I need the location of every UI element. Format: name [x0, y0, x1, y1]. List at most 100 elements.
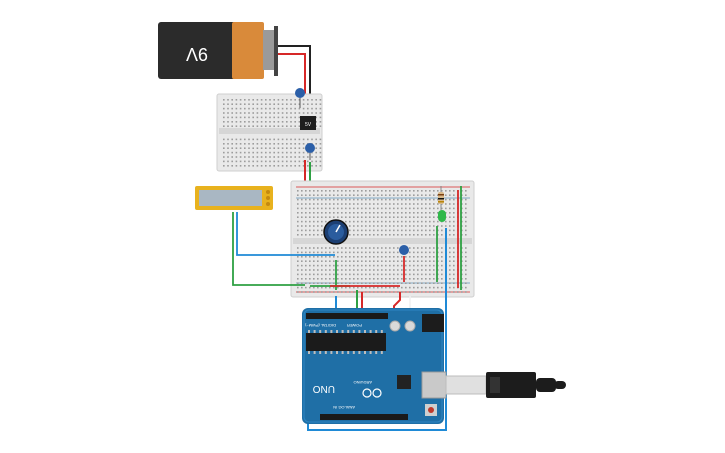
breadboard-hole	[373, 203, 375, 205]
breadboard-hole	[269, 147, 271, 149]
breadboard-hole	[281, 156, 284, 158]
breadboard-hole	[301, 273, 303, 276]
breadboard-hole	[349, 207, 351, 210]
power-label: POWER	[347, 323, 362, 328]
breadboard-hole	[417, 190, 419, 192]
breadboard-hole	[361, 203, 363, 205]
breadboard-hole	[421, 216, 423, 218]
breadboard-hole	[273, 143, 275, 145]
breadboard-hole	[302, 103, 305, 105]
breadboard-hole	[349, 286, 351, 289]
chip-pin	[313, 351, 316, 354]
breadboard-hole	[301, 207, 303, 210]
breadboard-hole	[357, 225, 359, 227]
breadboard-hole	[321, 256, 323, 258]
breadboard-hole	[248, 116, 250, 119]
breadboard-hole	[231, 103, 233, 105]
breadboard-hole	[223, 125, 225, 127]
breadboard-hole	[369, 212, 371, 214]
breadboard-hole	[449, 194, 451, 196]
breadboard-hole	[413, 282, 415, 284]
breadboard-hole	[239, 151, 242, 154]
breadboard-hole	[227, 103, 229, 105]
breadboard-hole	[337, 251, 339, 254]
breadboard-hole	[461, 291, 463, 293]
breadboard-hole	[321, 273, 323, 276]
breadboard-hole	[302, 107, 305, 110]
breadboard-hole	[319, 151, 322, 154]
breadboard-hole	[385, 269, 387, 271]
breadboard-hole	[413, 203, 415, 205]
breadboard-hole	[385, 291, 387, 293]
breadboard-hole	[381, 234, 383, 236]
breadboard-hole	[389, 286, 391, 289]
breadboard-hole	[315, 121, 317, 123]
breadboard-hole	[248, 151, 250, 154]
breadboard-hole	[389, 256, 391, 258]
breadboard-hole	[421, 190, 423, 192]
breadboard-hole	[433, 251, 435, 254]
breadboard-hole	[453, 247, 455, 249]
breadboard-hole	[311, 107, 313, 110]
breadboard-hole	[437, 212, 439, 214]
breadboard-hole	[417, 220, 419, 223]
breadboard-hole	[409, 264, 411, 267]
breadboard-hole	[457, 291, 459, 293]
breadboard-hole	[313, 220, 315, 223]
breadboard-hole	[413, 264, 415, 267]
breadboard-hole	[453, 286, 455, 289]
breadboard-hole	[317, 256, 319, 258]
breadboard-hole	[290, 99, 292, 101]
breadboard-hole	[429, 203, 431, 205]
breadboard-hole	[290, 147, 292, 149]
breadboard-hole	[389, 220, 391, 223]
capacitor-main	[399, 245, 409, 255]
breadboard-hole	[397, 247, 399, 249]
breadboard-hole	[377, 291, 379, 293]
breadboard-hole	[373, 212, 375, 214]
breadboard-hole	[294, 125, 296, 127]
breadboard-hole	[309, 212, 311, 214]
breadboard-hole	[231, 151, 233, 154]
breadboard-hole	[373, 194, 375, 196]
breadboard-hole	[313, 269, 315, 271]
breadboard-hole	[349, 260, 351, 262]
breadboard-hole	[421, 225, 423, 227]
breadboard-hole	[235, 138, 238, 141]
breadboard-hole	[361, 220, 363, 223]
breadboard-hole	[425, 264, 427, 267]
breadboard-hole	[381, 278, 383, 280]
breadboard-hole	[433, 212, 435, 214]
breadboard-hole	[393, 260, 395, 262]
chip-pin	[369, 351, 372, 354]
breadboard-hole	[298, 99, 301, 101]
breadboard-hole	[317, 247, 319, 249]
breadboard-hole	[433, 260, 435, 262]
breadboard-hole	[377, 212, 379, 214]
breadboard-hole	[313, 260, 315, 262]
breadboard-hole	[437, 286, 439, 289]
breadboard-hole	[405, 264, 407, 267]
breadboard-hole	[405, 273, 407, 276]
breadboard-hole	[433, 269, 435, 271]
breadboard-hole	[353, 194, 355, 196]
breadboard-hole	[341, 286, 343, 289]
breadboard-hole	[239, 103, 242, 105]
breadboard-hole	[321, 247, 323, 249]
breadboard-hole	[256, 99, 259, 101]
breadboard-hole	[389, 216, 391, 218]
breadboard-hole	[277, 138, 280, 141]
breadboard-hole	[365, 269, 367, 271]
breadboard-hole	[429, 260, 431, 262]
breadboard-hole	[256, 151, 259, 154]
breadboard-hole	[281, 143, 284, 145]
breadboard-hole	[301, 220, 303, 223]
breadboard-hole	[305, 203, 307, 205]
breadboard-hole	[453, 256, 455, 258]
breadboard-hole	[453, 216, 455, 218]
breadboard-hole	[353, 264, 355, 267]
breadboard-hole	[365, 194, 367, 196]
breadboard-hole	[307, 151, 309, 154]
breadboard-hole	[357, 251, 359, 254]
breadboard-hole	[405, 198, 407, 201]
